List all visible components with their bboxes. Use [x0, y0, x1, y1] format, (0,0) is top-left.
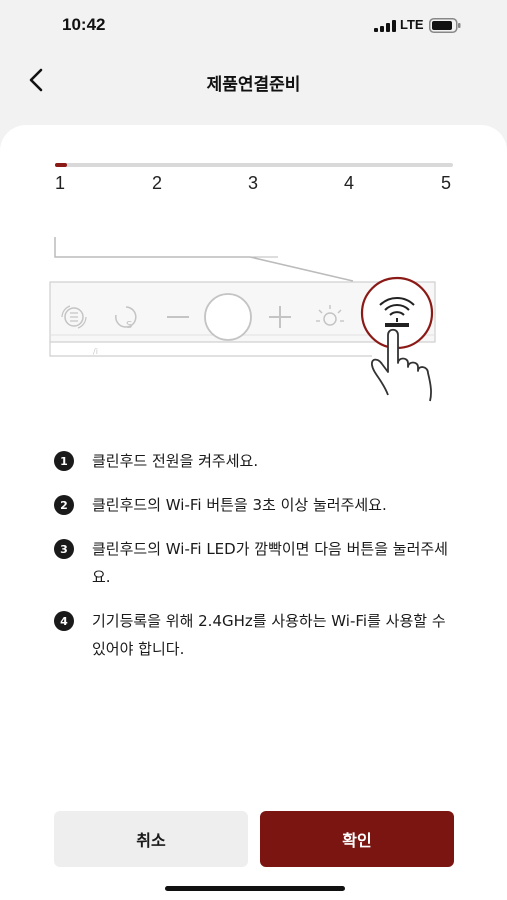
status-bar: 10:42 LTE — [0, 0, 507, 50]
instruction-list: 1 클린후드 전원을 켜주세요. 2 클린후드의 Wi-Fi 버튼을 3초 이상… — [54, 447, 464, 679]
instruction-text: 클린후드 전원을 켜주세요. — [92, 452, 259, 470]
step-number-2: 2 — [152, 173, 163, 193]
plus-icon — [269, 306, 291, 328]
cancel-button[interactable]: 취소 — [54, 811, 248, 867]
content-card: 1 2 3 4 5 /i S — [0, 125, 507, 900]
light-icon — [316, 305, 344, 326]
step-badge: 1 — [54, 451, 74, 471]
status-time: 10:42 — [62, 15, 106, 34]
svg-text:/i: /i — [93, 347, 98, 356]
power-button-icon — [204, 293, 252, 341]
instruction-text: 클린후드의 Wi-Fi 버튼을 3초 이상 눌러주세요. — [92, 496, 387, 514]
signal-icon — [374, 20, 396, 32]
home-indicator — [165, 886, 345, 891]
step-badge: 2 — [54, 495, 74, 515]
step-number-5: 5 — [441, 173, 452, 193]
back-button[interactable] — [22, 65, 52, 95]
step-badge: 3 — [54, 539, 74, 559]
step-number-1: 1 — [55, 173, 66, 193]
auto-mode-icon: S — [115, 306, 137, 331]
battery-icon — [429, 18, 461, 33]
instruction-text: 기기등록을 위해 2.4GHz를 사용하는 Wi-Fi를 사용할 수 있어야 합… — [92, 612, 446, 658]
instruction-item: 1 클린후드 전원을 켜주세요. — [54, 447, 464, 475]
chevron-left-icon — [29, 68, 43, 92]
step-number-4: 4 — [344, 173, 355, 193]
instruction-item: 2 클린후드의 Wi-Fi 버튼을 3초 이상 눌러주세요. — [54, 491, 464, 519]
step-badge: 4 — [54, 611, 74, 631]
hood-control-panel-illustration: /i S — [49, 237, 436, 402]
page-title: 제품연결준비 — [206, 75, 301, 95]
progress-fill — [55, 163, 67, 167]
network-label: LTE — [400, 17, 424, 32]
instruction-item: 3 클린후드의 Wi-Fi LED가 깜빡이면 다음 버튼을 눌러주세요. — [54, 535, 464, 591]
instruction-item: 4 기기등록을 위해 2.4GHz를 사용하는 Wi-Fi를 사용할 수 있어야… — [54, 607, 464, 663]
progress-bar — [55, 163, 453, 167]
step-number-3: 3 — [248, 173, 259, 193]
wifi-icon — [379, 296, 415, 327]
finger-press-icon — [371, 328, 432, 402]
filter-button-icon — [61, 305, 87, 329]
confirm-button[interactable]: 확인 — [260, 811, 454, 867]
header: 제품연결준비 — [0, 50, 507, 120]
svg-text:S: S — [126, 320, 132, 331]
instruction-text: 클린후드의 Wi-Fi LED가 깜빡이면 다음 버튼을 눌러주세요. — [92, 540, 448, 586]
